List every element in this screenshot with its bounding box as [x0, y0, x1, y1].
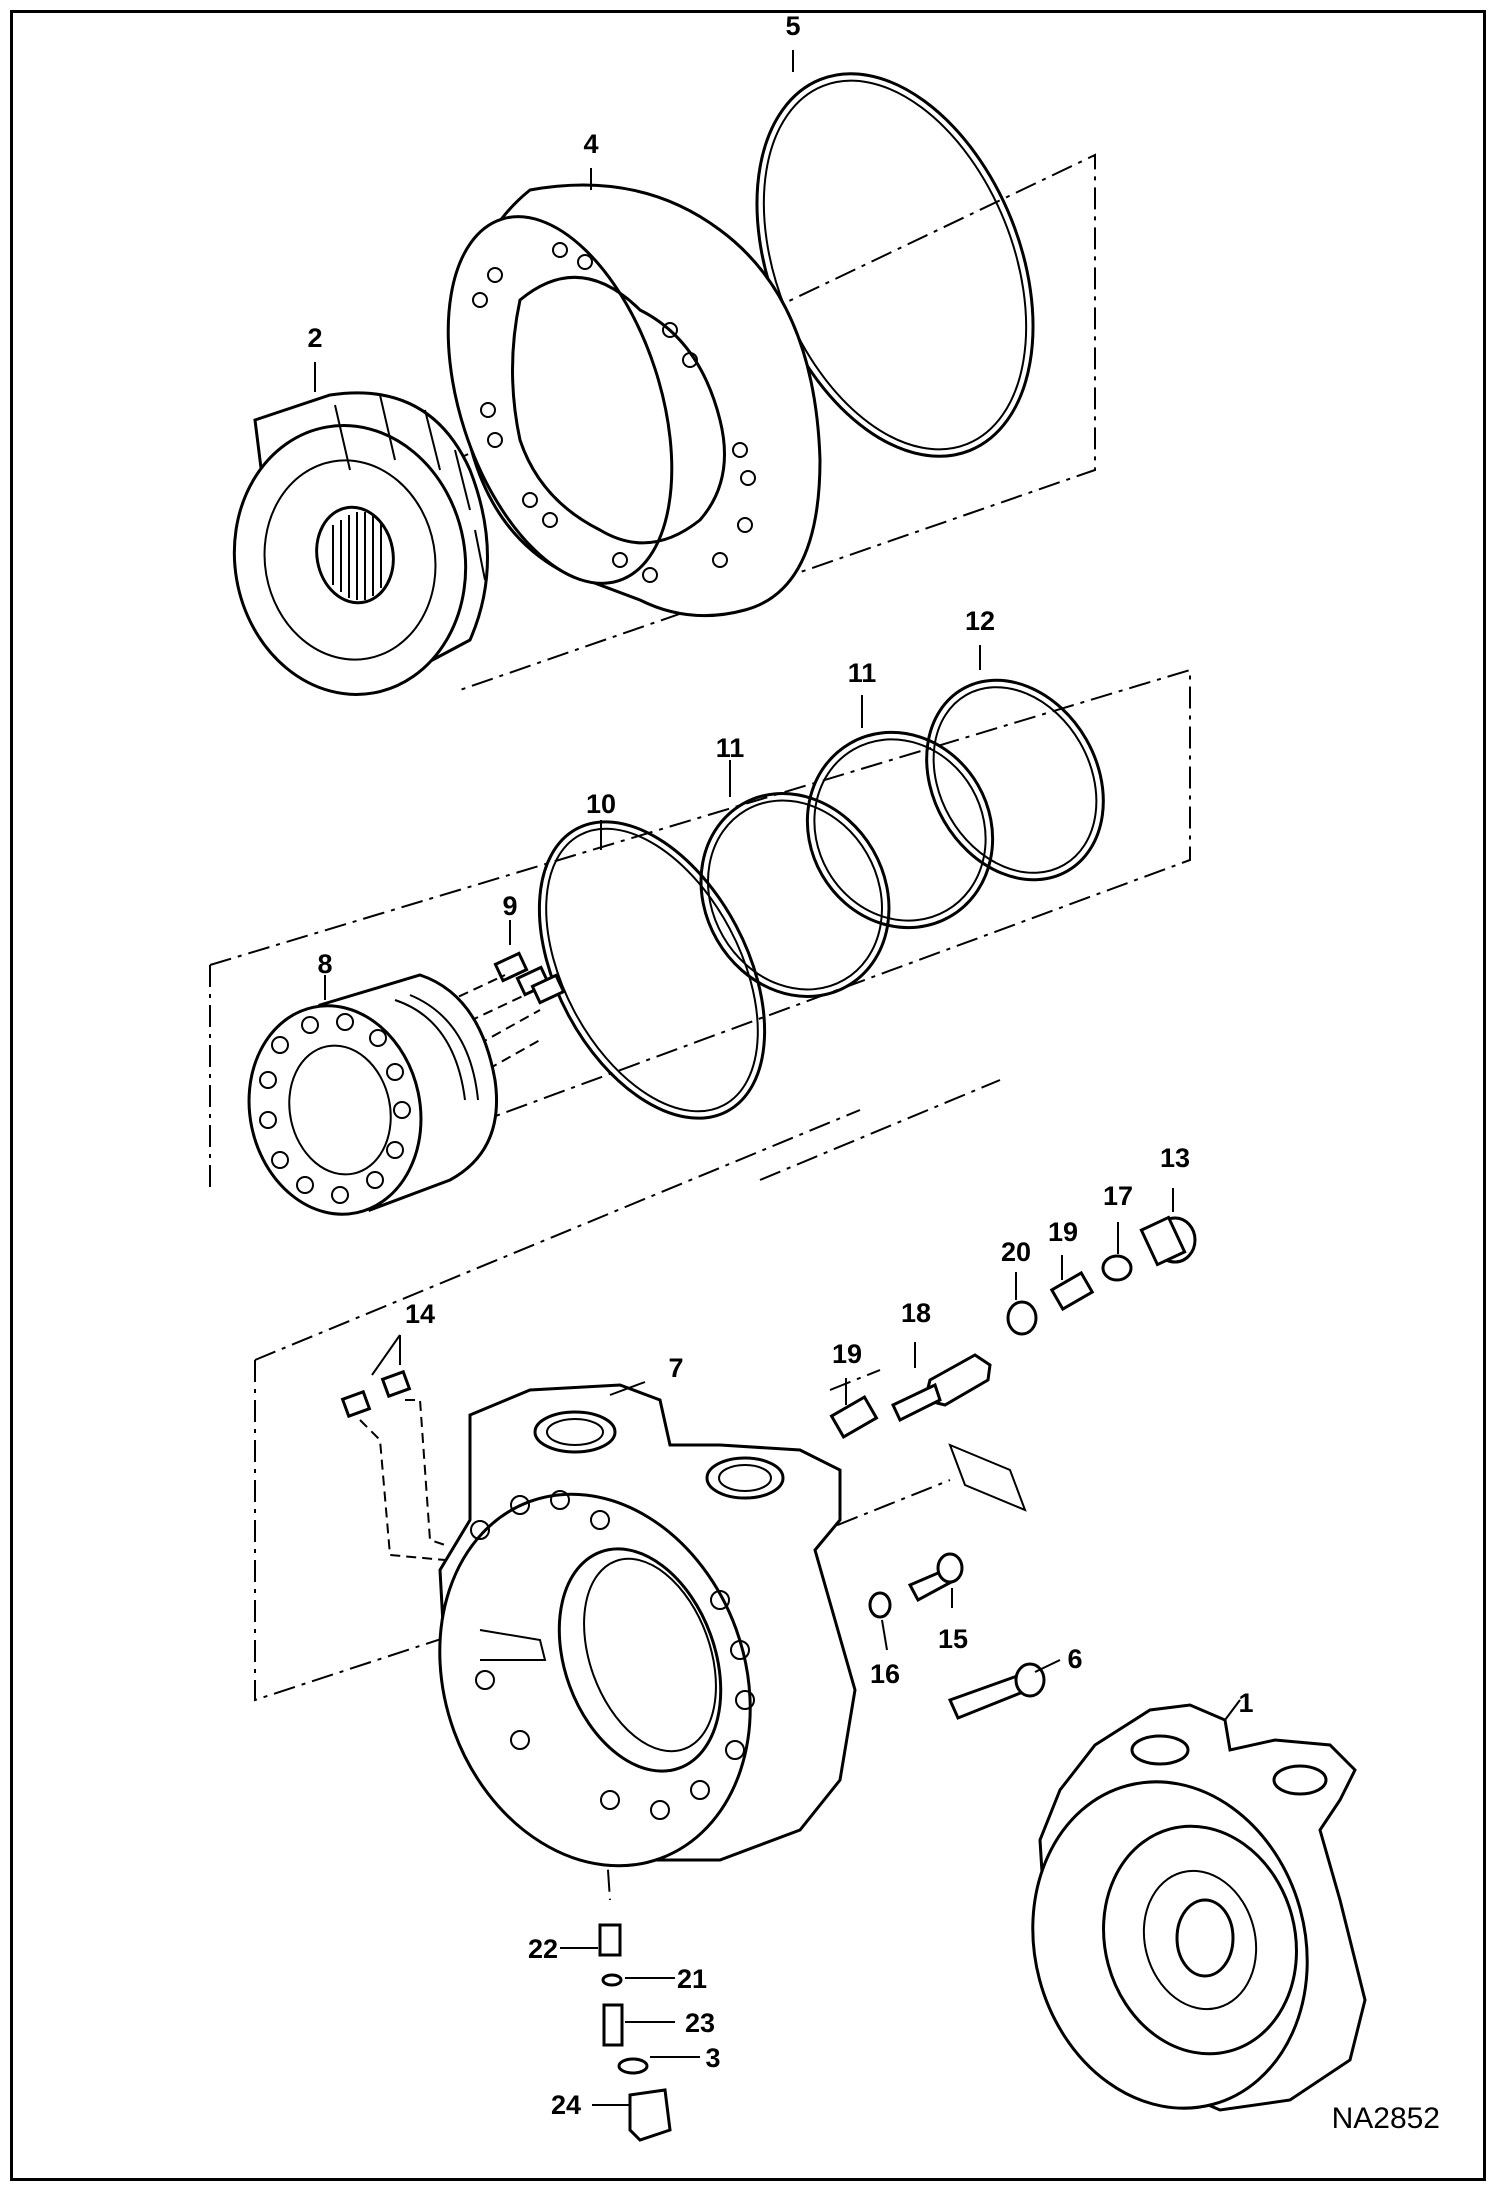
- o-rings-10-11-12: [537, 678, 1105, 1120]
- part-4-stator: [446, 183, 822, 618]
- cover-plate: [948, 1443, 1027, 1512]
- callout-3: 3: [705, 2043, 720, 2073]
- callouts: 5 4 2 12 11 11 10 9 8 13 17 19 20 18 19 …: [307, 11, 1253, 2120]
- part-8-balance-plate: [247, 973, 499, 1216]
- part-7-housing: [438, 1383, 857, 1868]
- leader-lines: [314, 50, 1241, 2106]
- callout-21: 21: [677, 1964, 707, 1994]
- callout-12: 12: [965, 606, 995, 636]
- callout-14: 14: [405, 1299, 435, 1329]
- callout-24: 24: [551, 2090, 581, 2120]
- relief-valve-stack: [829, 1215, 1197, 1439]
- callout-9: 9: [502, 891, 517, 921]
- callout-4: 4: [583, 129, 598, 159]
- callout-2: 2: [307, 323, 322, 353]
- part-14-screws: [340, 1369, 446, 1561]
- callout-11-a: 11: [848, 658, 877, 688]
- part-2-rotor-set: [232, 391, 489, 696]
- callout-15: 15: [938, 1624, 968, 1654]
- callout-19-a: 19: [1048, 1217, 1078, 1247]
- callout-7: 7: [668, 1353, 683, 1383]
- callout-5: 5: [785, 11, 800, 41]
- callout-8: 8: [317, 949, 332, 979]
- callout-6: 6: [1067, 1644, 1082, 1674]
- part-9-springs: [429, 951, 566, 1086]
- part-15-16-plug: [868, 1552, 964, 1619]
- drain-stack: [598, 1923, 672, 2142]
- callout-17: 17: [1103, 1181, 1133, 1211]
- diagram-border: [10, 10, 1486, 2181]
- callout-19-b: 19: [832, 1339, 862, 1369]
- callout-22: 22: [528, 1934, 558, 1964]
- callout-11-b: 11: [716, 733, 745, 763]
- callout-1: 1: [1238, 1688, 1253, 1718]
- part-1-motor-assembly: [1031, 1703, 1367, 2112]
- callout-18: 18: [901, 1298, 931, 1328]
- callout-13: 13: [1160, 1143, 1190, 1173]
- callout-10: 10: [586, 789, 616, 819]
- callout-16: 16: [870, 1659, 900, 1689]
- callout-20: 20: [1001, 1237, 1031, 1267]
- drawing-code: NA2852: [1332, 2102, 1440, 2135]
- part-6-capscrew: [947, 1662, 1046, 1720]
- callout-23: 23: [685, 2008, 715, 2038]
